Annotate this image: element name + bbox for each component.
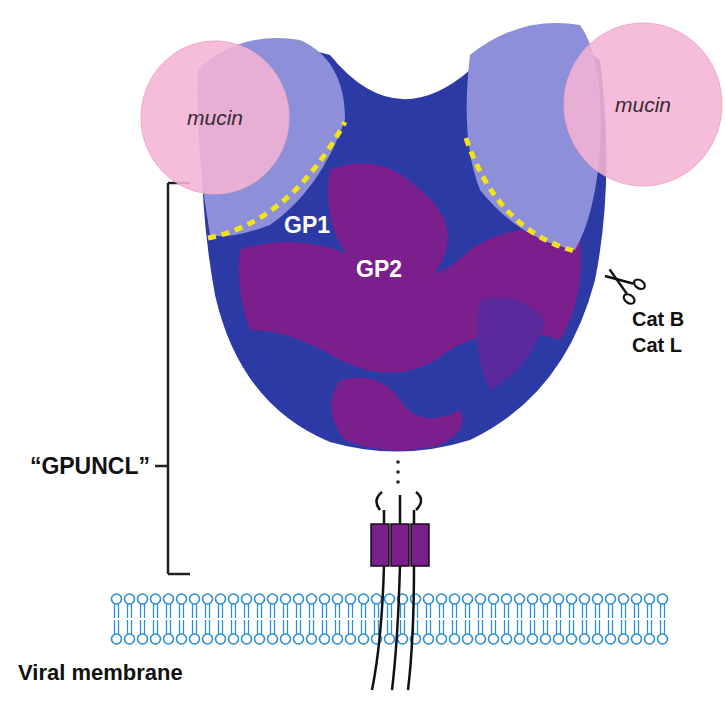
bracket xyxy=(155,183,190,574)
gp2-surface xyxy=(477,298,545,391)
gp2-surface xyxy=(331,378,462,451)
mucin-label: mucin xyxy=(187,106,243,130)
mucin-domain: mucin xyxy=(563,22,723,187)
scissors-icon xyxy=(600,262,647,306)
gp2-surface xyxy=(328,163,448,288)
protease-label: Cat L xyxy=(632,334,682,357)
cleavage-line xyxy=(466,138,578,252)
construct-label: “GPUNCL” xyxy=(30,453,150,480)
lipid-leaflet xyxy=(110,618,670,648)
mucin-ellipse xyxy=(564,23,722,186)
membrane-label: Viral membrane xyxy=(18,660,183,686)
mucin-domain: mucin xyxy=(140,40,290,195)
transmembrane-helix xyxy=(371,524,429,566)
transmembrane-strands xyxy=(372,492,421,690)
lipid-leaflet xyxy=(110,590,670,618)
stalk-dots xyxy=(396,460,400,484)
mucin-label: mucin xyxy=(615,93,671,117)
protease-label: Cat B xyxy=(632,308,684,331)
gp2-label: GP2 xyxy=(356,256,402,283)
gp1-label: GP1 xyxy=(284,212,330,239)
mucin-ellipse xyxy=(141,41,289,194)
